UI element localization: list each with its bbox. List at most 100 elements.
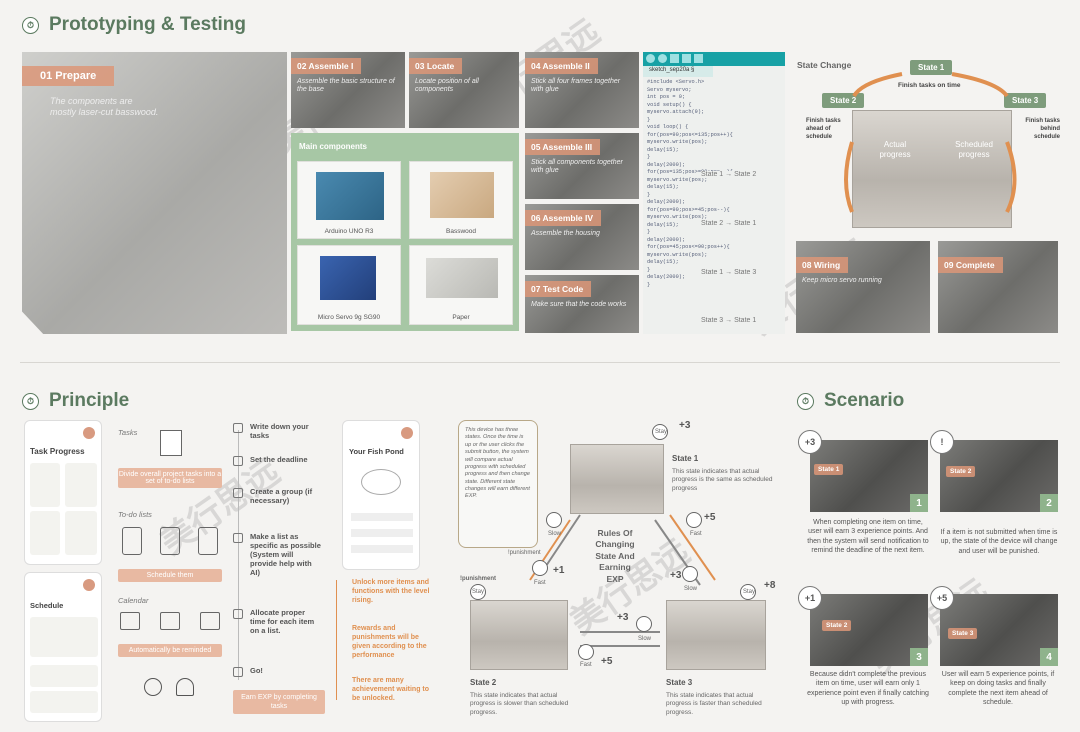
flow-pill: Earn EXP by completing tasks <box>233 690 325 715</box>
step-desc: The components are mostly laser-cut bass… <box>50 96 159 117</box>
code-line: delay(15); <box>647 184 679 190</box>
step-photo-05: 05 Assemble III Stick all components tog… <box>525 133 639 199</box>
step-tag: 09 Complete <box>938 257 1003 273</box>
device-state-3 <box>666 600 766 670</box>
step-desc: Keep micro servo running <box>802 277 882 284</box>
section-divider <box>20 362 1060 363</box>
flag-icon <box>233 667 243 677</box>
hourglass-icon <box>233 609 243 619</box>
component-card: Paper <box>409 245 513 325</box>
timer-icon: ⏱ <box>22 392 39 410</box>
calendar-icon <box>233 456 243 466</box>
principle-step: Go! <box>233 666 321 677</box>
reward-line <box>336 580 337 700</box>
code-line: int pos = 0; <box>647 94 686 100</box>
code-line: } <box>647 266 651 273</box>
list-icon <box>160 527 180 555</box>
slow-button <box>636 616 652 632</box>
steps-line <box>238 430 239 680</box>
code-line: } <box>647 154 651 160</box>
code-line: myservo.write(pos); <box>647 214 708 220</box>
component-card: Arduino UNO R3 <box>297 161 401 239</box>
scenario-state-chip: State 1 <box>814 464 844 475</box>
component-card: Micro Servo 9g SG90 <box>297 245 401 325</box>
state-change-panel: State Change State 1 Finish tasks on tim… <box>792 52 1062 237</box>
code-line: delay(2000); <box>647 236 686 243</box>
code-line: } <box>647 281 651 288</box>
section-title-principle: ⏱ Principle <box>22 390 129 412</box>
scenario-number: 3 <box>910 648 928 666</box>
slow-button <box>546 512 562 528</box>
fast-button <box>532 560 548 576</box>
code-line: delay(15); <box>647 259 679 265</box>
actual-progress-label: Actual progress <box>879 140 911 160</box>
state-title: State 2 <box>470 678 497 687</box>
principle-step: Set the deadline <box>233 455 321 466</box>
new-icon[interactable] <box>670 54 679 63</box>
principle-step: Make a list as specific as possible (Sys… <box>233 532 321 577</box>
app-mockup-task-progress: Task Progress <box>24 420 102 565</box>
section-title-prototyping: ⏱ Prototyping & Testing <box>22 14 246 36</box>
state-title: State 1 <box>672 454 699 463</box>
step-desc: Stick all four frames together with glue <box>531 78 621 94</box>
todo-label: To-do lists <box>118 510 152 519</box>
fast-button <box>686 512 702 528</box>
reward-item: Rewards and punishments will be given ac… <box>352 625 427 660</box>
state-chip-3: State 3 <box>1004 93 1047 108</box>
scenario-state-chip: State 3 <box>948 628 978 639</box>
step-photo-03: 03 Locate Locate position of all compone… <box>409 52 519 128</box>
code-line: for(pos=135;pos>=90;pos--){ <box>647 169 733 175</box>
stay-button <box>740 584 756 600</box>
code-line: myservo.write(pos); <box>647 139 708 145</box>
principle-step: Write down your tasks <box>233 422 321 440</box>
avatar <box>401 427 413 439</box>
app-title: Your Fish Pond <box>349 447 404 456</box>
principle-step: Create a group (if necessary) <box>233 487 321 505</box>
component-label: Paper <box>452 314 470 321</box>
exp-label: +3 <box>617 612 629 623</box>
open-icon[interactable] <box>682 54 691 63</box>
scenario-badge: ! <box>930 430 954 454</box>
punishment-label: !punishment <box>460 576 496 582</box>
calendar-icon <box>160 612 180 630</box>
step-desc: Assemble the housing <box>531 230 600 237</box>
flow-pill: Divide overall project tasks into a set … <box>118 468 222 488</box>
trigger-label: Slow <box>548 531 562 537</box>
code-tab[interactable]: sketch_sep20a § <box>643 66 713 77</box>
code-line: delay(2000); <box>647 161 686 168</box>
app-mockup-schedule: Schedule <box>24 572 102 722</box>
state-note-ahead: Finish tasks ahead of schedule <box>806 118 841 140</box>
trigger-label: Stay <box>743 589 756 595</box>
upload-icon[interactable] <box>658 54 667 63</box>
list-icon <box>122 527 142 555</box>
device-state-2 <box>470 600 568 670</box>
step-desc: Assemble the basic structure of the base <box>297 78 395 94</box>
step-tag: 05 Assemble III <box>525 139 601 155</box>
code-line: } <box>647 191 651 198</box>
trigger-label: Fast <box>690 531 702 537</box>
code-line: myservo.write(pos); <box>647 176 708 183</box>
scenario-card: State 3 +5 4 User will earn 5 experience… <box>930 586 1062 730</box>
scheduled-progress-label: Scheduled progress <box>955 140 993 160</box>
calendar-icon <box>200 612 220 630</box>
slow-button <box>682 566 698 582</box>
step-photo-07: 07 Test Code Make sure that the code wor… <box>525 275 639 333</box>
code-line: for(pos=90;pos<=135;pos++){ <box>647 131 733 138</box>
exp-label: +5 <box>601 656 613 667</box>
scenario-number: 4 <box>1040 648 1058 666</box>
step-photo-08: 08 Wiring Keep micro servo running <box>796 241 930 333</box>
avatar <box>83 427 95 439</box>
step-photo-04: 04 Assemble II Stick all four frames tog… <box>525 52 639 128</box>
code-line: } <box>647 229 651 235</box>
state-title: State 3 <box>666 678 693 687</box>
save-icon[interactable] <box>694 54 703 63</box>
step-tag: 04 Assemble II <box>525 58 598 74</box>
scenario-card: State 2 ! 2 If a item is not submitted w… <box>930 430 1062 582</box>
verify-icon[interactable] <box>646 54 655 63</box>
trigger-label: Slow <box>684 586 698 592</box>
code-line: delay(2000); <box>647 274 686 280</box>
stay-button <box>652 424 668 440</box>
scenario-number: 2 <box>1040 494 1058 512</box>
flow-pill: Automatically be reminded <box>118 644 222 657</box>
document-icon <box>160 430 182 456</box>
